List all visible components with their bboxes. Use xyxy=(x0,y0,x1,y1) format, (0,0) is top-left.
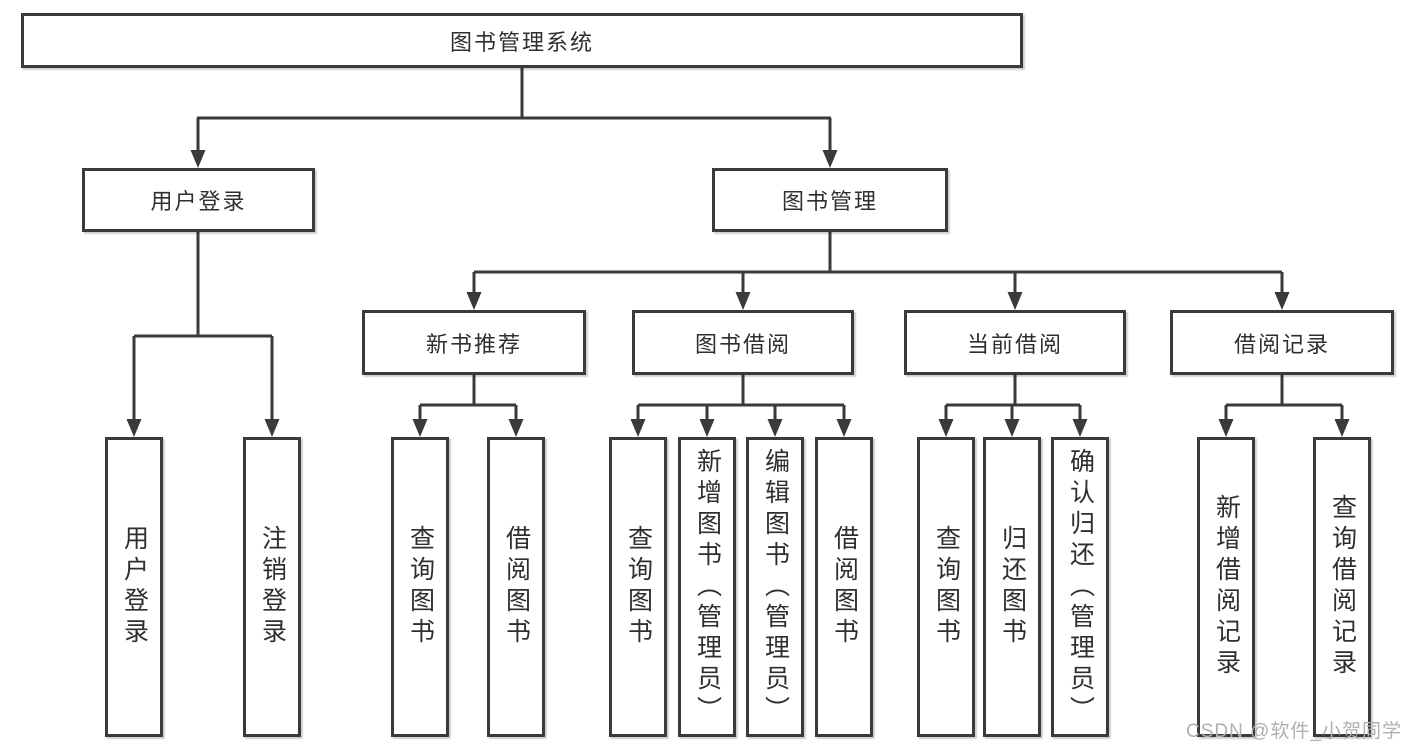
leaf-add-books-admin: 新增图书（管理员） xyxy=(678,437,736,737)
leaf-label: 用户登录 xyxy=(120,525,149,649)
csdn-watermark: CSDN @软件_小贺同学 xyxy=(1186,721,1402,742)
leaf-label: 归还图书 xyxy=(998,525,1027,649)
leaf-confirm-return-admin: 确认归还（管理员） xyxy=(1051,437,1109,737)
node-label: 当前借阅 xyxy=(966,331,1063,357)
edge-paths xyxy=(132,68,1344,421)
leaf-label: 注销登录 xyxy=(258,525,287,649)
node-label: 图书管理 xyxy=(781,189,878,214)
arrowhead-icons xyxy=(126,150,1350,437)
leaf-label: 查询借阅记录 xyxy=(1328,494,1357,680)
node-label: 借阅记录 xyxy=(1233,331,1330,357)
leaf-return-books: 归还图书 xyxy=(983,437,1041,737)
node-book-management-module: 图书管理 xyxy=(712,168,948,232)
node-new-book-recommendation: 新书推荐 xyxy=(362,310,586,375)
leaf-user-login: 用户登录 xyxy=(105,437,163,737)
node-borrowing-records: 借阅记录 xyxy=(1170,310,1394,375)
leaf-borrow-books-newbooks: 借阅图书 xyxy=(487,437,545,737)
leaf-label: 编辑图书（管理员） xyxy=(761,447,790,727)
leaf-query-borrow-record: 查询借阅记录 xyxy=(1313,437,1371,737)
node-user-login-module: 用户登录 xyxy=(82,168,315,232)
leaf-borrow-books-borrowing: 借阅图书 xyxy=(815,437,873,737)
leaf-query-books-current: 查询图书 xyxy=(917,437,975,737)
node-label: 图书管理系统 xyxy=(449,29,594,55)
leaf-edit-books-admin: 编辑图书（管理员） xyxy=(746,437,804,737)
leaf-label: 借阅图书 xyxy=(502,525,531,649)
node-book-borrowing: 图书借阅 xyxy=(632,310,854,375)
leaf-label: 新增借阅记录 xyxy=(1212,494,1241,680)
leaf-label: 查询图书 xyxy=(932,525,961,649)
node-current-borrowing: 当前借阅 xyxy=(904,310,1126,375)
leaf-label: 借阅图书 xyxy=(830,525,859,649)
node-library-management-system: 图书管理系统 xyxy=(21,13,1023,68)
leaf-add-borrow-record: 新增借阅记录 xyxy=(1197,437,1255,737)
leaf-label: 查询图书 xyxy=(624,525,653,649)
leaf-query-books-newbooks: 查询图书 xyxy=(391,437,449,737)
node-label: 图书借阅 xyxy=(694,331,791,357)
node-label: 用户登录 xyxy=(150,189,247,214)
leaf-label: 新增图书（管理员） xyxy=(693,447,722,727)
leaf-logout: 注销登录 xyxy=(243,437,301,737)
leaf-label: 查询图书 xyxy=(406,525,435,649)
node-label: 新书推荐 xyxy=(425,331,522,357)
leaf-label: 确认归还（管理员） xyxy=(1066,447,1095,727)
leaf-query-books-borrowing: 查询图书 xyxy=(609,437,667,737)
